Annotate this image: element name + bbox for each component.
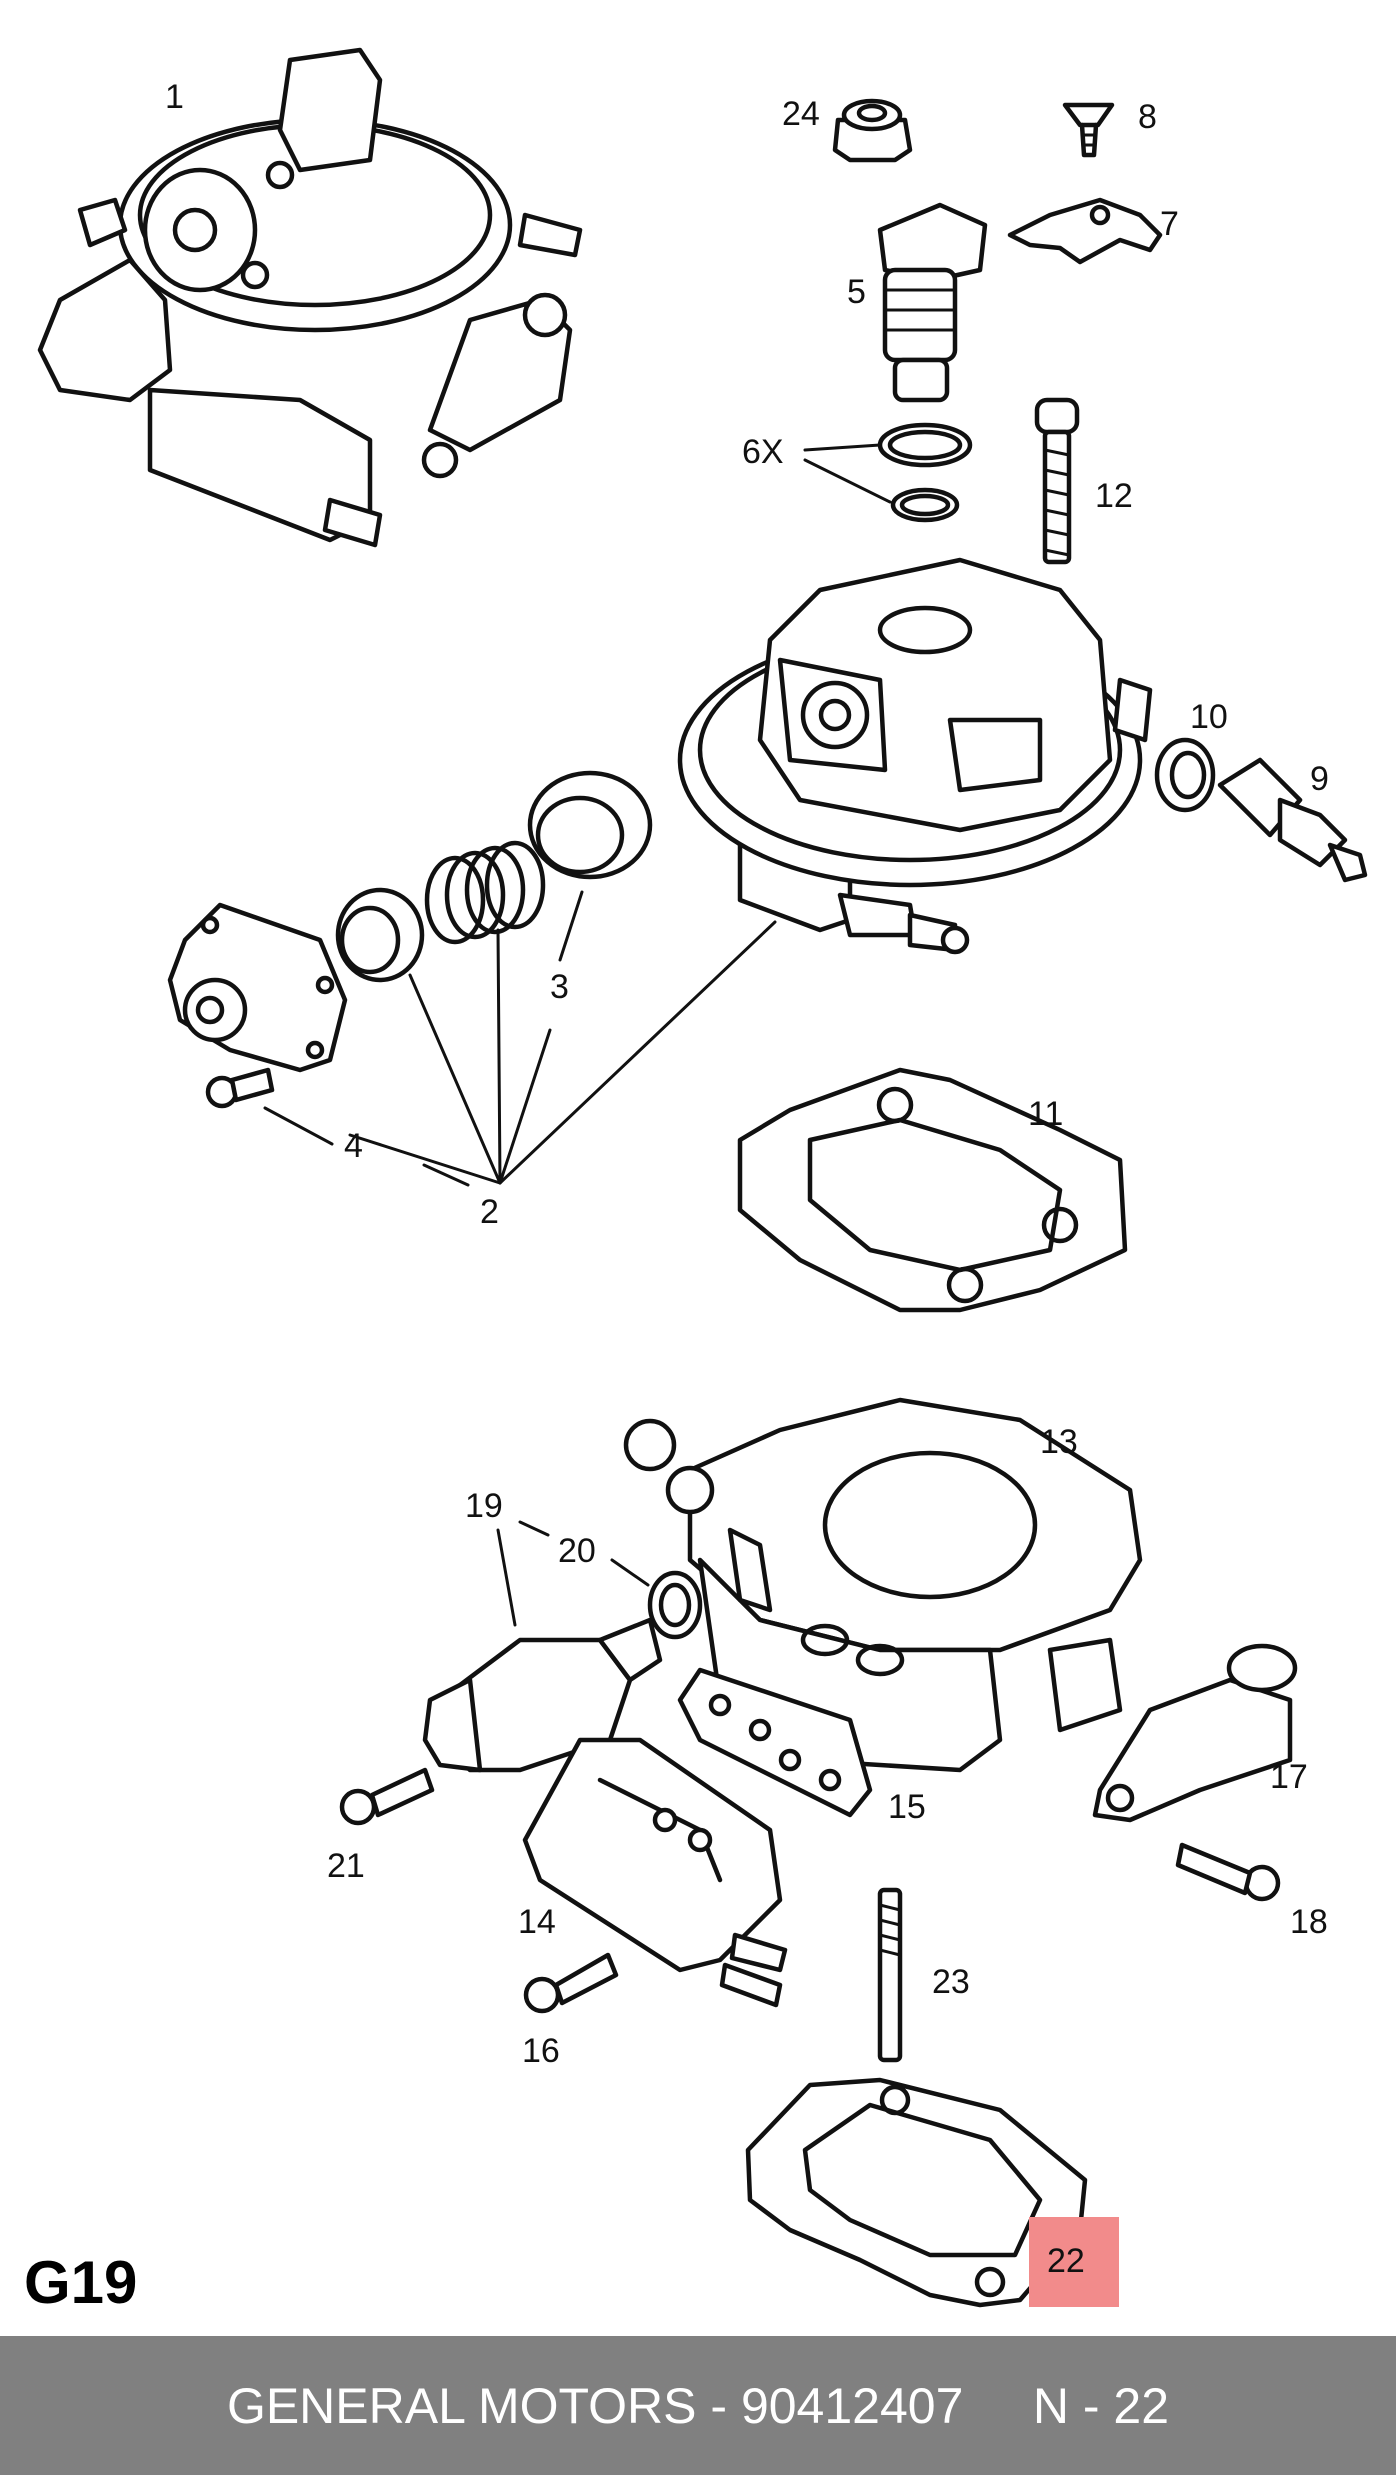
callout-5: 5 (847, 273, 866, 311)
footer-separator: - (710, 2377, 728, 2434)
part-22-gasket (745, 2077, 1088, 2308)
footer-position-code: N - 22 (1032, 2377, 1170, 2434)
callout-1: 1 (165, 78, 184, 116)
callout-17: 17 (1270, 1758, 1308, 1796)
part-8-screw (1062, 102, 1115, 158)
callout-4: 4 (344, 1127, 363, 1165)
exploded-parts-diagram: 1 2 3 4 5 6X 7 8 9 10 11 12 13 14 15 16 … (37, 47, 1368, 2308)
part-9-fitting (1217, 757, 1368, 883)
callout-7: 7 (1160, 205, 1179, 243)
part-11-gasket (737, 1067, 1128, 1313)
callout-10: 10 (1190, 698, 1228, 736)
footer-bar: GENERAL MOTORS - 90412407 N - 22 (0, 2336, 1396, 2475)
part-6x-o-rings (877, 422, 973, 523)
callout-12: 12 (1095, 477, 1133, 515)
part-1-assembly (37, 47, 583, 548)
part-15-gasket (677, 1667, 873, 1818)
callout-14: 14 (518, 1903, 556, 1941)
part-10-seal (1154, 737, 1216, 813)
part-4-screw (205, 1067, 275, 1109)
callout-20: 20 (558, 1532, 596, 1570)
footer-part-number: 90412407 (740, 2377, 964, 2434)
part-5-injector (877, 202, 988, 403)
page-label: G19 (24, 2249, 138, 2316)
callout-labels: 1 2 3 4 5 6X 7 8 9 10 11 12 13 14 15 16 … (165, 78, 1329, 2070)
callout-8: 8 (1138, 98, 1157, 136)
part-18-screw (1175, 1842, 1281, 1902)
part-19-motor (422, 1617, 663, 1773)
highlighted-callout-22[interactable]: 22 (1029, 2217, 1119, 2307)
callout-23: 23 (932, 1963, 970, 2001)
upper-housing (677, 557, 1153, 955)
callout-22: 22 (1047, 2242, 1085, 2280)
callout-24: 24 (782, 95, 820, 133)
callout-15: 15 (888, 1788, 926, 1826)
part-14-bracket (522, 1737, 788, 2008)
callout-21: 21 (327, 1847, 365, 1885)
highlight-box (1029, 2217, 1119, 2307)
part-13-throttle-housing (623, 1397, 1143, 1773)
part-16-screw (523, 1952, 619, 2014)
part-12-bolt (1034, 397, 1080, 565)
callout-6x: 6X (742, 433, 784, 471)
callout-19: 19 (465, 1487, 503, 1525)
callout-11: 11 (1028, 1095, 1063, 1133)
part-2-spring (424, 840, 546, 945)
part-20-o-ring (647, 1570, 703, 1640)
part-21-screw (339, 1767, 435, 1826)
part-23-stud (877, 1887, 903, 2063)
callout-18: 18 (1290, 1903, 1328, 1941)
callout-13: 13 (1040, 1423, 1078, 1461)
part-2-cover (167, 902, 348, 1073)
callout-3: 3 (550, 968, 569, 1006)
footer-brand: GENERAL MOTORS (226, 2377, 697, 2434)
part-7-clip (1007, 197, 1163, 265)
callout-2: 2 (480, 1193, 499, 1231)
callout-9: 9 (1310, 760, 1329, 798)
part-2-ring (335, 887, 425, 983)
part-24-nut (832, 98, 913, 163)
callout-16: 16 (522, 2032, 560, 2070)
part-3-cup (527, 770, 653, 880)
part-17-sensor (1092, 1643, 1298, 1823)
leader-lines (263, 443, 892, 1627)
